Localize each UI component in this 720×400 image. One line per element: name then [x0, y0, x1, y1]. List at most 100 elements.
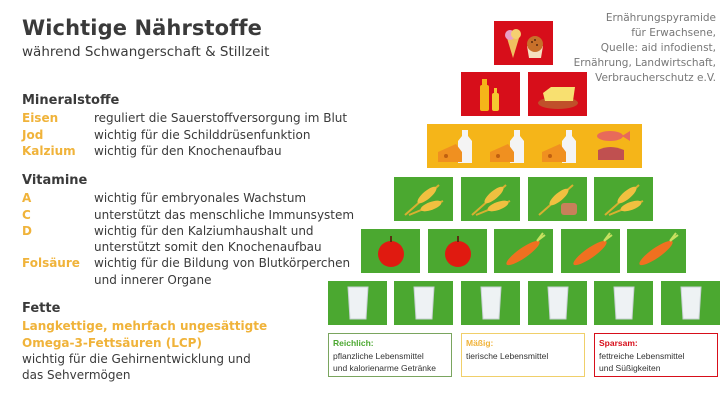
legend-sparsam: Sparsam: fettreiche Lebensmittel und Süß…: [594, 333, 718, 377]
legend-label: Reichlich:: [333, 338, 374, 348]
tile-cheese-milk: [479, 124, 538, 168]
minerals-heading: Mineralstoffe: [22, 93, 120, 108]
legend-label: Sparsam:: [599, 338, 638, 348]
legend-text: und Süßigkeiten: [599, 363, 661, 373]
apple-icon: [444, 236, 471, 267]
fat-term: Langkettige, mehrfach ungesättigte: [22, 319, 268, 334]
water-glass-icon: [346, 286, 369, 320]
tile-apple: [361, 229, 420, 273]
mineral-item: Kalzium wichtig für den Knochenaufbau: [22, 143, 347, 159]
mineral-desc: wichtig für die Schilddrüsenfunktion: [94, 127, 311, 142]
tile-grain: [594, 177, 653, 221]
vitamin-desc: wichtig für embryonales Wachstum: [94, 191, 307, 206]
tile-butter: [528, 72, 587, 116]
page-subtitle: während Schwangerschaft & Stillzeit: [22, 44, 270, 60]
vitamin-desc: unterstützt das menschliche Immunsystem: [94, 207, 355, 222]
tile-water-glass: [394, 281, 453, 325]
water-glass-icon: [479, 286, 502, 320]
tile-apple: [428, 229, 487, 273]
vitamin-desc: unterstützt somit den Knochenaufbau: [94, 240, 322, 255]
source-line: für Erwachsene,: [631, 27, 716, 39]
cheese-milk-icon: [541, 130, 576, 163]
carrot-icon: [638, 232, 679, 266]
vitamin-item-cont: unterstützt somit den Knochenaufbau: [22, 239, 354, 255]
legend-text: pflanzliche Lebensmittel: [333, 350, 424, 361]
tile-ice-cream-muffin: [494, 21, 553, 65]
cheese-milk-icon: [489, 130, 524, 163]
mineral-desc: reguliert die Sauerstoffversorgung im Bl…: [94, 111, 348, 126]
legend-text: und kalorienarme Getränke: [333, 363, 437, 373]
tile-cheese-milk: [427, 124, 486, 168]
oil-bottles-icon: [479, 79, 499, 111]
carrot-icon: [505, 232, 546, 266]
legend-text: tierische Lebensmittel: [466, 350, 549, 361]
apple-icon: [377, 236, 404, 267]
water-glass-icon: [612, 286, 635, 320]
tile-grain: [394, 177, 453, 221]
minerals-section: Mineralstoffe Eisen reguliert die Sauerst…: [22, 93, 347, 159]
tile-water-glass: [461, 281, 520, 325]
mineral-item: Eisen reguliert die Sauerstoffversorgung …: [22, 110, 347, 126]
tile-water-glass: [594, 281, 653, 325]
term-spacer: [22, 239, 94, 255]
tile-water-glass: [528, 281, 587, 325]
fish-meat-icon: [596, 131, 630, 160]
water-glass-icon: [546, 286, 569, 320]
vitamin-item: Folsäure wichtig für die Bildung von Blut…: [22, 255, 354, 271]
legend-text: fettreiche Lebensmittel: [599, 350, 685, 361]
carrot-icon: [572, 232, 613, 266]
mineral-term: Kalzium: [22, 143, 76, 158]
vitamin-item-cont: und innerer Organe: [22, 272, 354, 288]
vitamin-desc: und innerer Organe: [94, 272, 212, 287]
tile-cheese-milk: [531, 124, 590, 168]
vitamin-term: Folsäure: [22, 256, 80, 271]
tile-fish-meat: [583, 124, 642, 168]
legend-label: Mäßig:: [466, 338, 494, 348]
tile-carrot: [494, 229, 553, 273]
source-line: Ernährungspyramide: [605, 12, 716, 24]
butter-icon: [537, 87, 578, 109]
tile-grain-bread: [528, 177, 587, 221]
term-spacer: [22, 272, 94, 288]
tile-water-glass: [661, 281, 720, 325]
water-glass-icon: [679, 286, 702, 320]
fats-section: Fette Langkettige, mehrfach ungesättigte…: [22, 301, 267, 383]
mineral-term: Jod: [22, 127, 44, 142]
tile-carrot: [561, 229, 620, 273]
mineral-term: Eisen: [22, 111, 59, 126]
fat-desc: das Sehvermögen: [22, 368, 131, 383]
vitamin-term: C: [22, 207, 31, 222]
legend-reichlich: Reichlich: pflanzliche Lebensmittel und …: [328, 333, 452, 377]
source-line: Verbraucherschutz e.V.: [595, 72, 716, 84]
tile-oil-bottles: [461, 72, 520, 116]
vitamin-term: D: [22, 223, 32, 238]
fat-desc: wichtig für die Gehirnentwicklung und: [22, 351, 251, 366]
vitamin-term: A: [22, 191, 32, 206]
vitamin-desc: wichtig für die Bildung von Blutkörperch…: [94, 256, 351, 271]
vitamin-desc: wichtig für den Kalziumhaushalt und: [94, 223, 314, 238]
grain-icon: [470, 184, 510, 216]
fats-heading: Fette: [22, 301, 61, 316]
mineral-item: Jod wichtig für die Schilddrüsenfunktion: [22, 127, 347, 143]
tile-carrot: [627, 229, 686, 273]
cheese-milk-icon: [437, 130, 472, 163]
legend-maessig: Mäßig: tierische Lebensmittel: [461, 333, 585, 377]
grain-icon: [403, 184, 443, 216]
fat-term: Omega-3-Fettsäuren (LCP): [22, 335, 202, 350]
vitamins-heading: Vitamine: [22, 173, 88, 188]
source-line: Ernährung, Landwirtschaft,: [573, 57, 716, 69]
mineral-desc: wichtig für den Knochenaufbau: [94, 143, 282, 158]
source-line: Quelle: aid infodienst,: [600, 42, 716, 54]
grain-icon: [603, 184, 643, 216]
ice-cream-muffin-icon: [504, 29, 543, 58]
page-title: Wichtige Nährstoffe: [22, 16, 263, 40]
water-glass-icon: [412, 286, 435, 320]
tile-water-glass: [328, 281, 387, 325]
tile-grain: [461, 177, 520, 221]
grain-bread-icon: [537, 184, 577, 216]
source-note: Ernährungspyramide für Erwachsene, Quell…: [536, 11, 716, 86]
